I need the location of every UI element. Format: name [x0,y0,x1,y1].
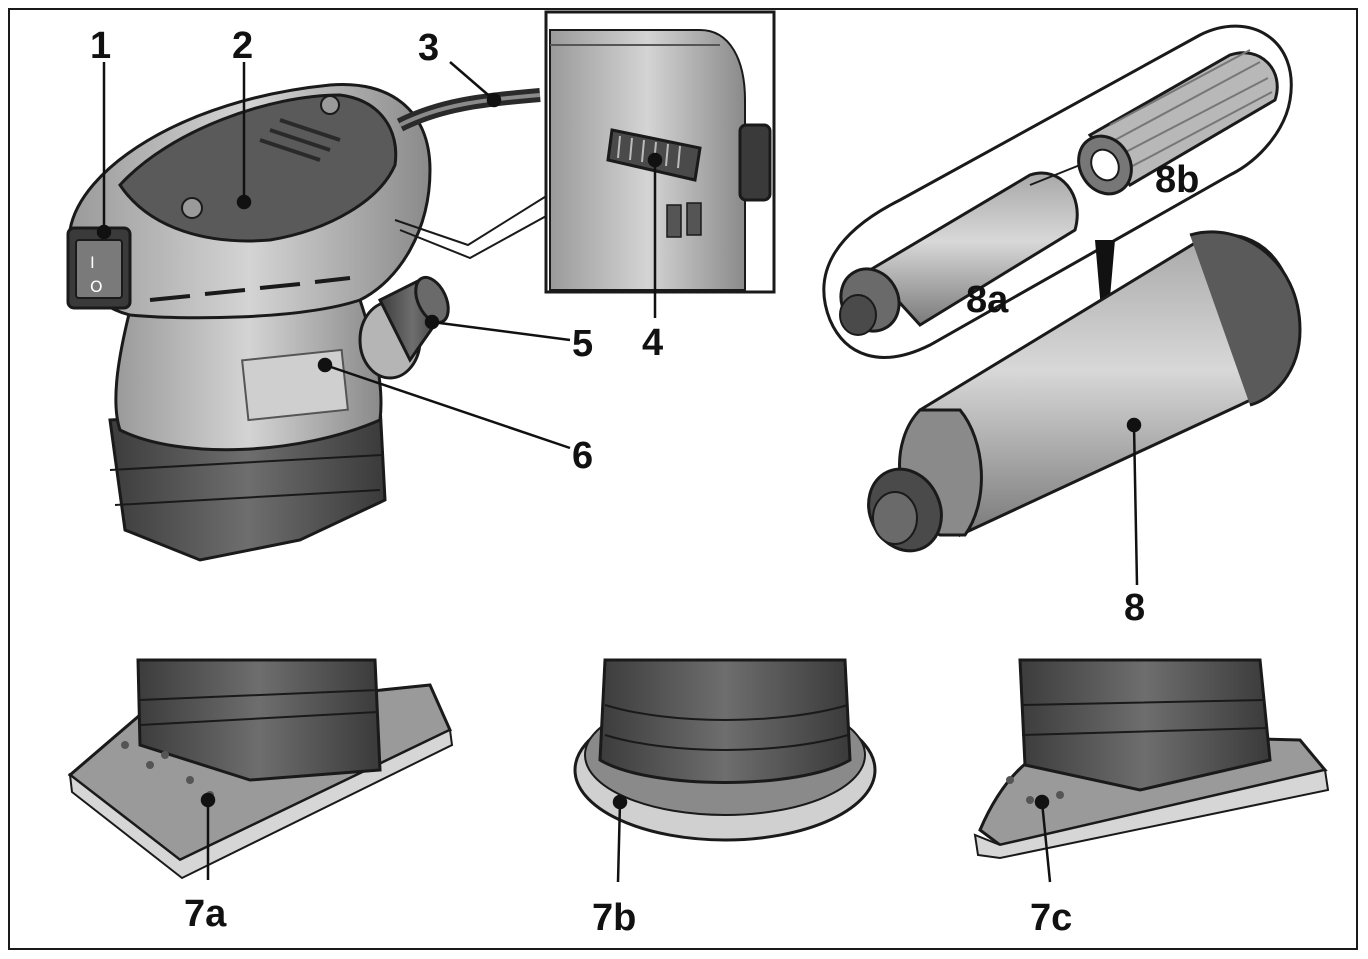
plate-7b-delta-round [573,658,877,842]
callout-7a: 7a [184,893,227,935]
callout-1: 1 [90,25,111,67]
sander-main: I O [66,82,549,562]
plate-7c-triangular [973,658,1330,860]
callout-7b: 7b [592,897,636,939]
dust-box [867,230,1302,553]
callout-8b: 8b [1155,159,1199,201]
callout-8a: 8a [966,279,1009,321]
on-off-switch: I O [66,226,132,310]
callout-4: 4 [642,322,663,364]
dust-box-parts-bubble [822,24,1293,359]
callout-3: 3 [418,27,439,69]
plate-7a-rectangular [67,658,454,880]
callout-5: 5 [572,323,593,365]
leader-lines [96,61,1142,883]
svg-text:O: O [90,277,103,296]
callout-8: 8 [1124,587,1145,629]
dust-extraction-port [358,275,450,380]
callout-6: 6 [572,435,593,477]
callout-7c: 7c [1030,897,1072,939]
label-plate [241,348,349,422]
speed-dial-inset [544,10,776,294]
filter-cartridge [1077,49,1279,196]
power-cable [396,88,541,132]
filter-housing [839,171,1079,336]
svg-text:I: I [90,253,95,272]
callout-2: 2 [232,25,253,67]
